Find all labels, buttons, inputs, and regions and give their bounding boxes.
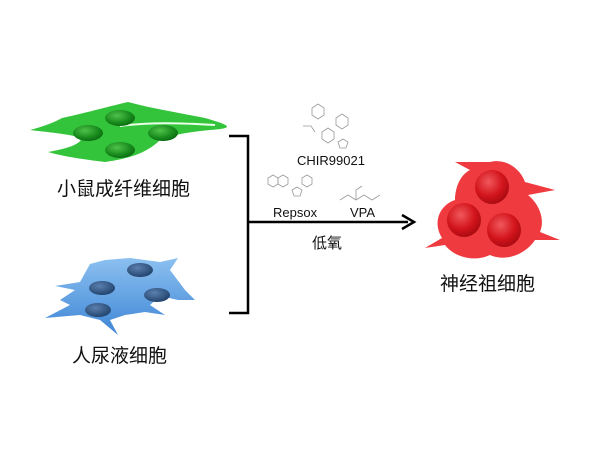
blue-cell-group bbox=[45, 258, 195, 335]
green-cell-highlight bbox=[119, 122, 216, 127]
green-nucleus bbox=[105, 142, 135, 158]
repsox-structure bbox=[267, 174, 313, 197]
mouse-fibroblast-label: 小鼠成纤维细胞 bbox=[57, 178, 191, 200]
chir99021-structure bbox=[303, 103, 349, 149]
blue-nucleus bbox=[89, 281, 115, 295]
green-cell-group bbox=[30, 102, 227, 162]
bracket-and-arrow bbox=[229, 134, 417, 315]
vpa-structure bbox=[339, 185, 381, 201]
red-nucleus bbox=[475, 170, 509, 204]
red-cell-cluster bbox=[425, 161, 560, 259]
compound-repsox-label: Repsox bbox=[273, 205, 318, 220]
green-nucleus bbox=[73, 125, 103, 141]
red-nucleus bbox=[447, 203, 481, 237]
blue-nucleus bbox=[144, 288, 170, 302]
green-nucleus bbox=[105, 110, 135, 126]
blue-cell-body bbox=[45, 258, 195, 335]
blue-nucleus bbox=[127, 263, 153, 277]
compound-chir99021-label: CHIR99021 bbox=[297, 153, 365, 168]
red-nucleus bbox=[487, 213, 521, 247]
green-cell-body bbox=[30, 102, 227, 162]
hypoxia-condition-label: 低氧 bbox=[312, 234, 343, 252]
blue-nucleus bbox=[85, 303, 111, 317]
compound-vpa-label: VPA bbox=[350, 205, 376, 220]
neural-progenitor-label: 神经祖细胞 bbox=[440, 273, 536, 295]
green-nucleus bbox=[148, 125, 178, 141]
human-urine-cell-label: 人尿液细胞 bbox=[72, 345, 168, 367]
bracket bbox=[229, 134, 250, 315]
arrow-head bbox=[401, 213, 417, 231]
